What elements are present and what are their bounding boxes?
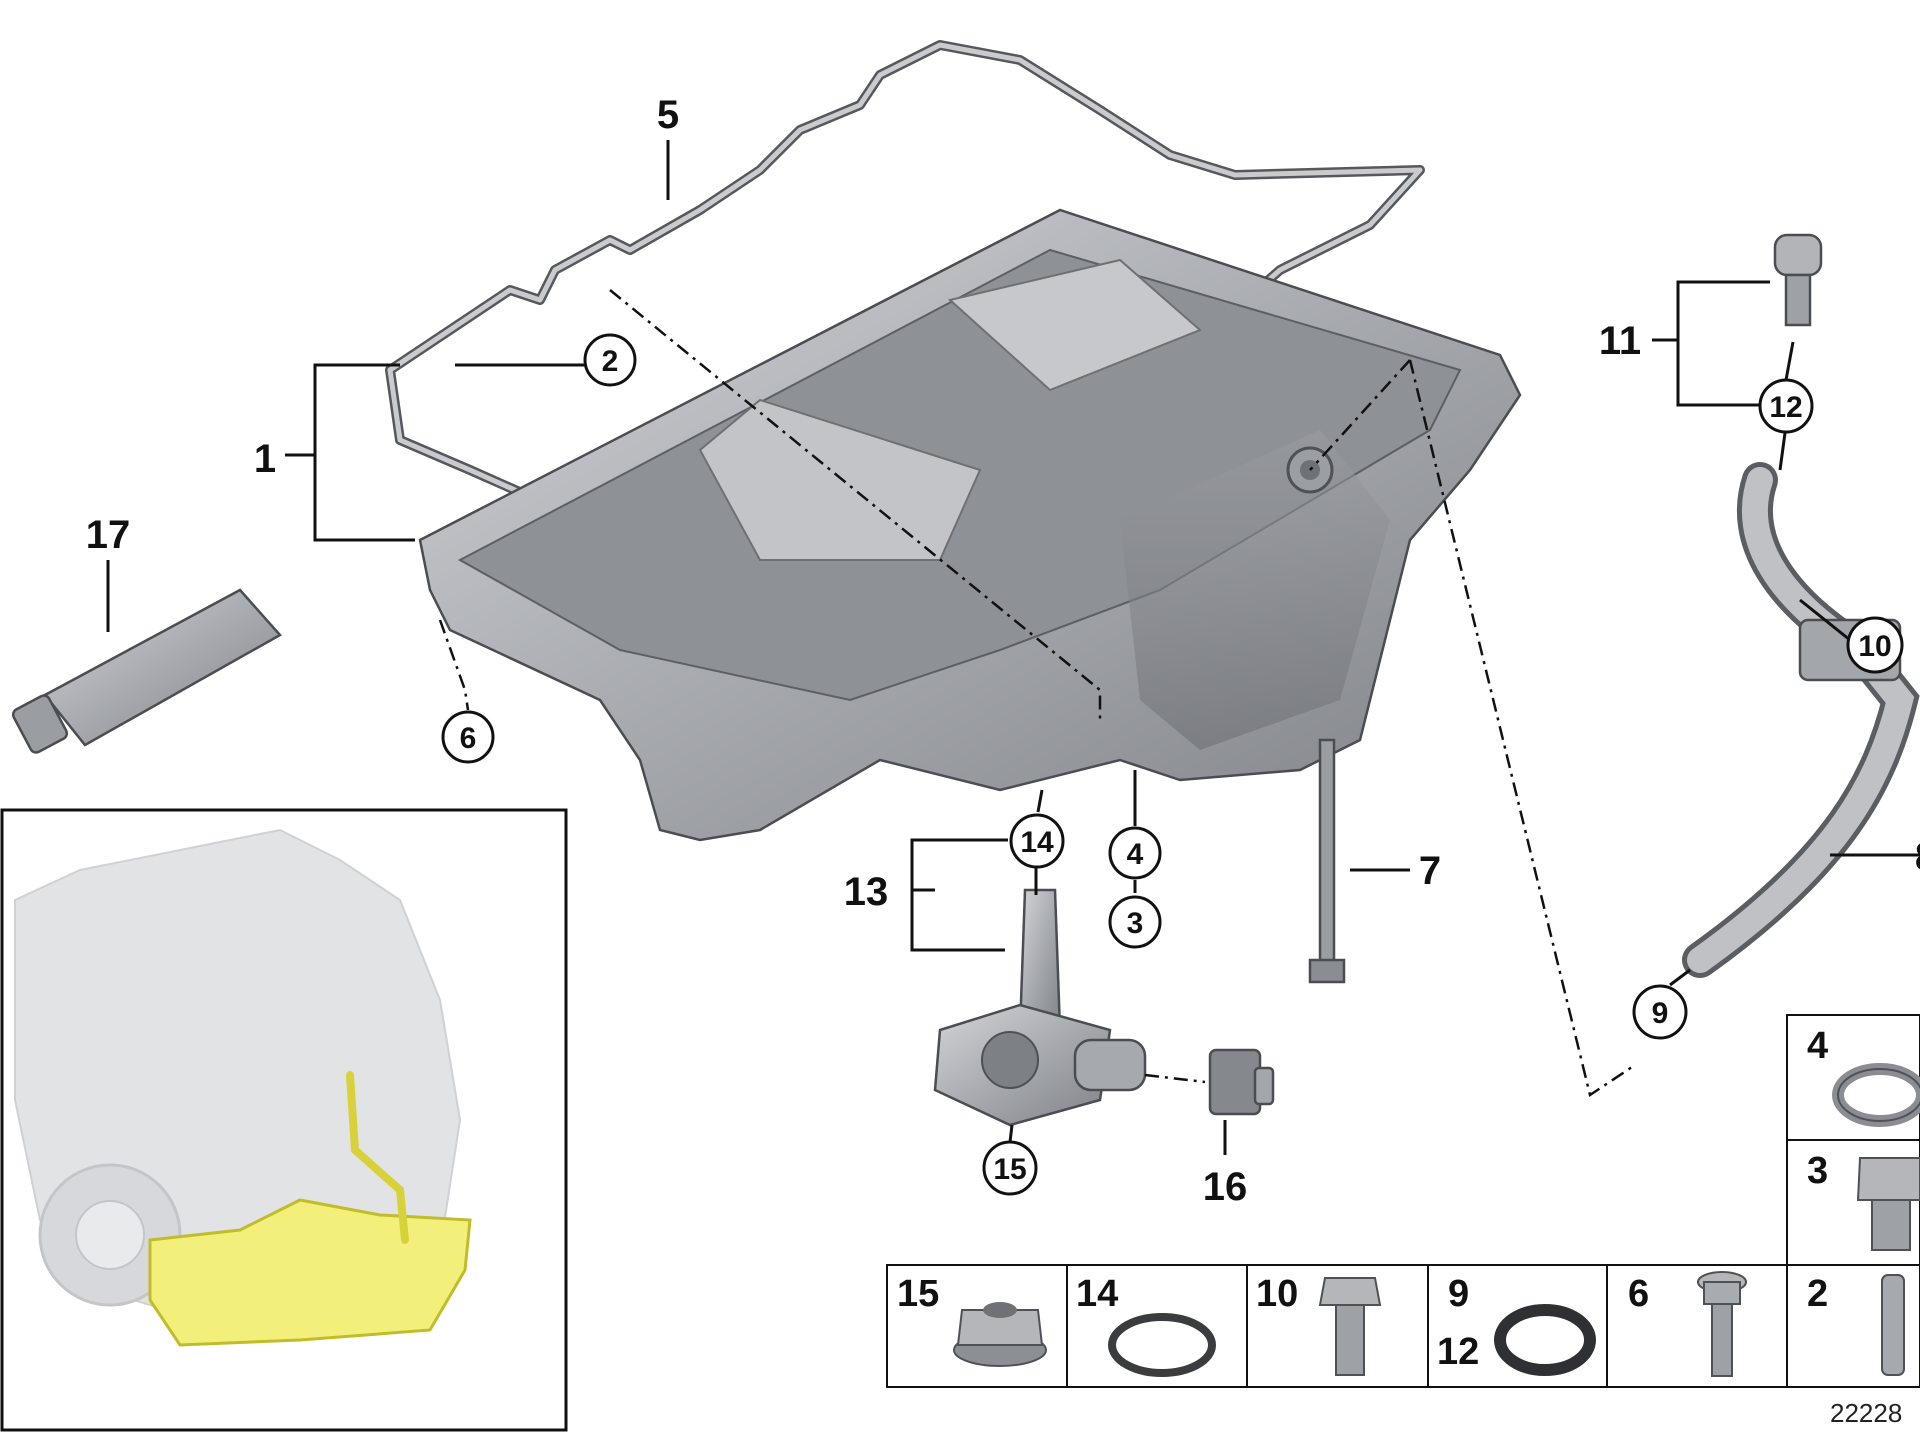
callout-16: 16 bbox=[1203, 1165, 1248, 1209]
leader-lines bbox=[106, 140, 1920, 1155]
torx-bolt-icon bbox=[1697, 1271, 1747, 1377]
callout-13: 13 bbox=[844, 870, 889, 914]
table-label-2: 2 bbox=[1807, 1273, 1828, 1315]
engine-location-inset bbox=[0, 808, 568, 1432]
table-label-9: 9 bbox=[1448, 1273, 1469, 1315]
dipstick bbox=[1773, 233, 1823, 327]
callout-9: 9 bbox=[1652, 997, 1669, 1030]
seal-ring-icon bbox=[1832, 1063, 1920, 1127]
sensor-connector bbox=[1208, 1048, 1275, 1116]
table-label-3: 3 bbox=[1807, 1150, 1828, 1192]
callout-7: 7 bbox=[1419, 849, 1441, 893]
callout-2: 2 bbox=[602, 345, 619, 378]
table-label-12: 12 bbox=[1437, 1331, 1479, 1373]
callout-12: 12 bbox=[1769, 391, 1802, 424]
callout-10: 10 bbox=[1858, 630, 1891, 663]
callout-4: 4 bbox=[1127, 838, 1144, 871]
callout-3: 3 bbox=[1127, 907, 1144, 940]
oil-pan-highlight bbox=[148, 1198, 472, 1347]
reference-number: 22228 bbox=[1830, 1398, 1902, 1428]
table-label-4: 4 bbox=[1807, 1025, 1828, 1067]
parts-table-bottom bbox=[886, 1264, 1920, 1388]
callout-1: 1 bbox=[254, 437, 276, 481]
o-ring-icon bbox=[1108, 1313, 1216, 1377]
hex-bolt-icon bbox=[1318, 1277, 1382, 1376]
table-label-10: 10 bbox=[1256, 1273, 1298, 1315]
table-label-6: 6 bbox=[1628, 1273, 1649, 1315]
callout-17: 17 bbox=[86, 513, 131, 557]
callout-15: 15 bbox=[993, 1153, 1026, 1186]
callout-6: 6 bbox=[460, 722, 477, 755]
bolt-7 bbox=[1308, 738, 1346, 984]
circled-callouts bbox=[441, 333, 1904, 1196]
callout-14: 14 bbox=[1020, 826, 1054, 859]
oil-pan bbox=[418, 208, 1522, 842]
table-label-14: 14 bbox=[1076, 1273, 1118, 1315]
thick-o-ring-icon bbox=[1494, 1304, 1596, 1376]
table-label-15: 15 bbox=[897, 1273, 939, 1315]
callout-8: 8 bbox=[1915, 835, 1920, 879]
drain-plug-icon bbox=[1856, 1157, 1920, 1251]
flange-nut-icon bbox=[953, 1302, 1047, 1367]
sealant-tube bbox=[11, 588, 282, 754]
callout-5: 5 bbox=[657, 93, 679, 137]
callout-11: 11 bbox=[1599, 319, 1641, 363]
stud-icon bbox=[1881, 1274, 1905, 1376]
oil-level-sensor bbox=[933, 888, 1147, 1127]
dipstick-guide-tube bbox=[1682, 462, 1920, 978]
